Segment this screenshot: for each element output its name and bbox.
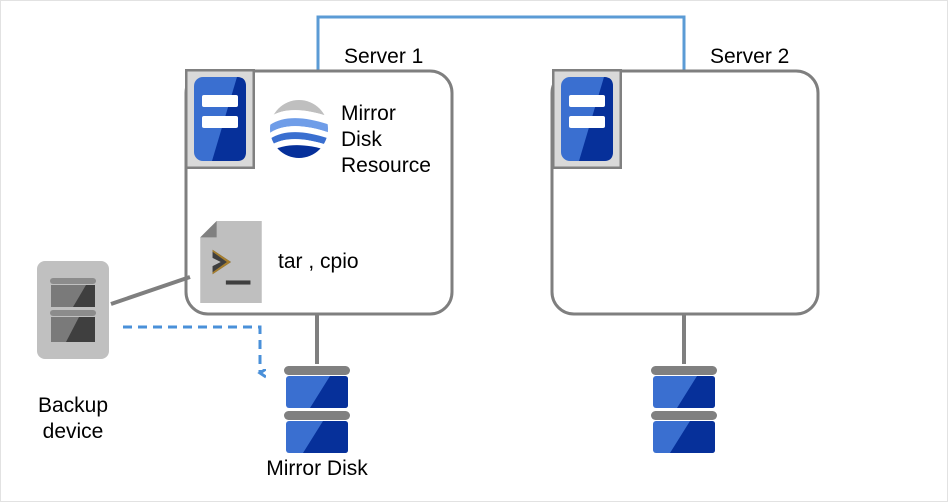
mirror-disk-resource-label-line2: Disk: [341, 128, 382, 151]
backup-device-label-line2: device: [42, 420, 104, 443]
server-icon: [552, 69, 622, 169]
mirror-disk-resource-label-line1: Mirror: [341, 102, 396, 125]
disk-stack-icon: [651, 366, 717, 453]
mirror-disk-label: Mirror Disk: [266, 457, 368, 480]
server-icon: [185, 69, 255, 169]
connector-interconnect: [316, 15, 686, 71]
backup-device-icon: [37, 261, 109, 359]
tar-cpio-label: tar , cpio: [278, 250, 359, 273]
disk-stack-icon: [284, 366, 350, 453]
connector-backup-to-server1: [110, 275, 191, 306]
server2-label: Server 2: [710, 45, 790, 68]
server1-label: Server 1: [344, 45, 424, 68]
script-file-icon: [200, 221, 262, 303]
backup-device-label-line1: Backup: [37, 394, 109, 417]
mirror-disk-resource-label-line3: Resource: [341, 154, 431, 177]
connector-backup-flow: [123, 325, 260, 373]
